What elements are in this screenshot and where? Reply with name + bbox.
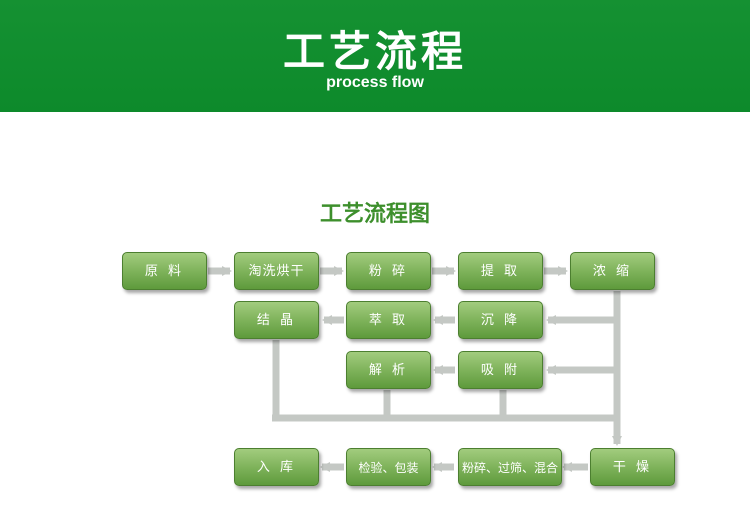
node-grind: 粉 碎: [346, 252, 431, 290]
node-purify: 萃 取: [346, 301, 431, 339]
banner-title: 工艺流程: [282, 27, 467, 76]
node-crystallize: 结 晶: [234, 301, 319, 339]
node-adsorb: 吸 附: [458, 351, 543, 389]
node-analyze: 解 析: [346, 351, 431, 389]
node-inspect-pack: 检验、包装: [346, 448, 431, 486]
node-store: 入 库: [234, 448, 319, 486]
node-precipitate: 沉 降: [458, 301, 543, 339]
node-extract: 提 取: [458, 252, 543, 290]
banner-subtitle: process flow: [326, 74, 424, 91]
header-banner: 工艺流程 process flow: [0, 0, 750, 112]
node-dry: 干 燥: [590, 448, 675, 486]
node-concentrate: 浓 缩: [570, 252, 655, 290]
node-wash-dry: 淘洗烘干: [234, 252, 319, 290]
node-raw-material: 原 料: [122, 252, 207, 290]
diagram-title: 工艺流程图: [319, 202, 430, 227]
node-mix: 粉碎、过筛、混合: [458, 448, 562, 486]
